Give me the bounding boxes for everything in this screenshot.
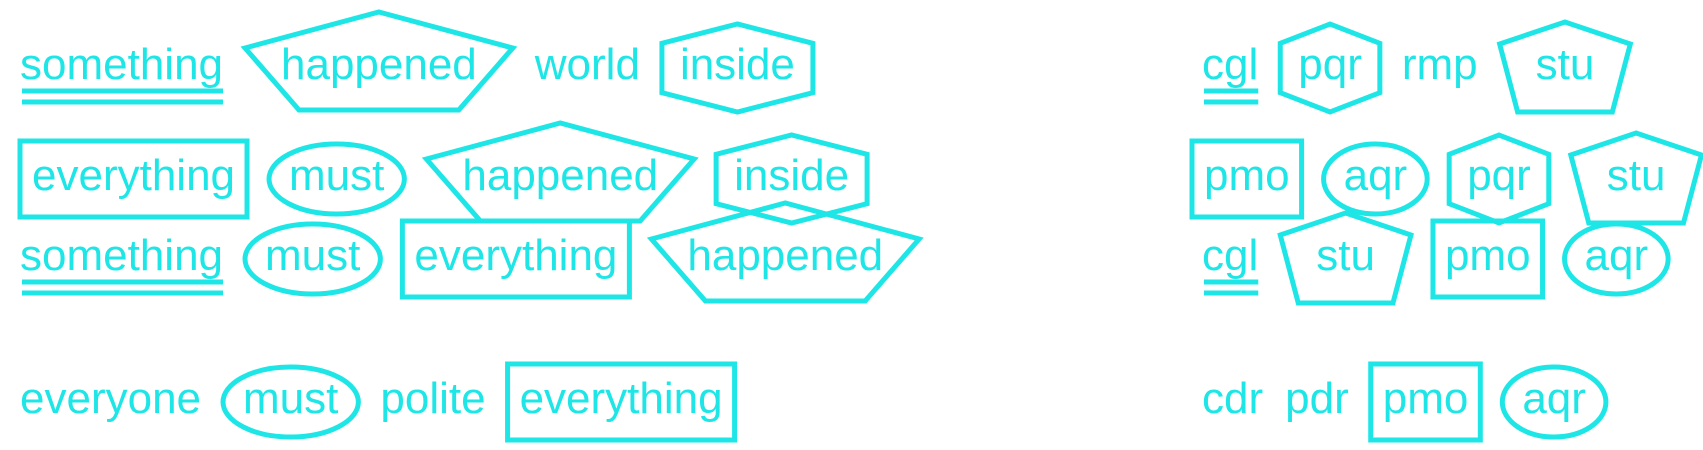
right-word-1-4: stu: [1536, 40, 1595, 89]
left-word-2-3: happened: [462, 151, 658, 200]
left-word-2-4-hexagon: [713, 132, 870, 226]
right-word-2-3-hexagon: [1446, 132, 1552, 226]
right-word-4-3: pmo: [1383, 374, 1469, 423]
right-word-2-2: aqr: [1344, 151, 1408, 200]
right-word-3-1: cgl: [1202, 231, 1258, 280]
left-row-4: everyone must polite everything: [20, 361, 738, 443]
left-word-1-4: inside: [680, 40, 795, 89]
left-word-4-4-rectangle: [505, 361, 738, 443]
right-word-1-2: pqr: [1298, 40, 1362, 89]
left-word-2-3-pentagon: [421, 120, 699, 224]
left-word-3-2-ellipse: [242, 221, 383, 297]
left-word-3-1: something: [20, 231, 223, 280]
right-word-4-2: pdr: [1285, 374, 1349, 423]
left-word-1-1: something: [20, 40, 223, 89]
left-word-3-4: happened: [687, 231, 883, 280]
left-word-4-1: everyone: [20, 374, 201, 423]
right-word-2-3: pqr: [1467, 151, 1531, 200]
left-word-2-1-rectangle: [17, 138, 250, 220]
left-word-4-2-ellipse: [220, 364, 361, 440]
left-word-3-4-pentagon: [646, 200, 924, 304]
left-word-2-2: must: [289, 151, 384, 200]
left-word-4-4: everything: [520, 374, 723, 423]
left-row-1: something happened world inside: [20, 9, 816, 115]
right-word-2-2-ellipse: [1321, 141, 1430, 217]
right-word-4-4-ellipse: [1499, 364, 1609, 440]
left-row-2: everything must happened inside: [17, 120, 870, 226]
left-word-1-3: world: [534, 40, 640, 89]
right-word-2-4-pentagon: [1567, 130, 1703, 226]
right-word-4-1: cdr: [1202, 374, 1263, 423]
right-word-3-3-rectangle: [1430, 218, 1546, 300]
right-word-1-1: cgl: [1202, 40, 1258, 89]
right-word-3-4-ellipse: [1562, 221, 1671, 297]
left-word-4-2: must: [243, 374, 338, 423]
right-word-1-3: rmp: [1402, 40, 1478, 89]
right-word-4-4: aqr: [1522, 374, 1586, 423]
left-word-3-3-rectangle: [399, 218, 632, 300]
right-row-3: cgl stu pmo aqr: [1202, 210, 1671, 306]
left-word-2-4: inside: [734, 151, 849, 200]
left-word-2-2-ellipse: [266, 141, 407, 217]
right-word-1-4-pentagon: [1496, 19, 1634, 115]
right-word-2-1-rectangle: [1189, 138, 1305, 220]
right-word-2-1: pmo: [1204, 151, 1290, 200]
right-word-1-2-hexagon: [1277, 21, 1383, 115]
left-word-1-4-hexagon: [659, 21, 816, 115]
right-word-2-4: stu: [1607, 151, 1666, 200]
right-word-3-2-pentagon: [1277, 210, 1414, 306]
left-word-3-2: must: [265, 231, 360, 280]
right-word-3-2: stu: [1316, 231, 1375, 280]
right-word-3-4: aqr: [1585, 231, 1649, 280]
left-word-3-3: everything: [414, 231, 617, 280]
right-word-4-3-rectangle: [1368, 361, 1483, 443]
left-word-2-1: everything: [32, 151, 235, 200]
left-word-1-2: happened: [281, 40, 477, 89]
right-row-2: pmo aqr pqr stu: [1189, 130, 1703, 226]
right-word-3-3: pmo: [1445, 231, 1531, 280]
left-word-4-3: polite: [380, 374, 485, 423]
left-word-1-2-pentagon: [240, 9, 518, 113]
left-row-3: something must everything happened: [20, 200, 924, 304]
